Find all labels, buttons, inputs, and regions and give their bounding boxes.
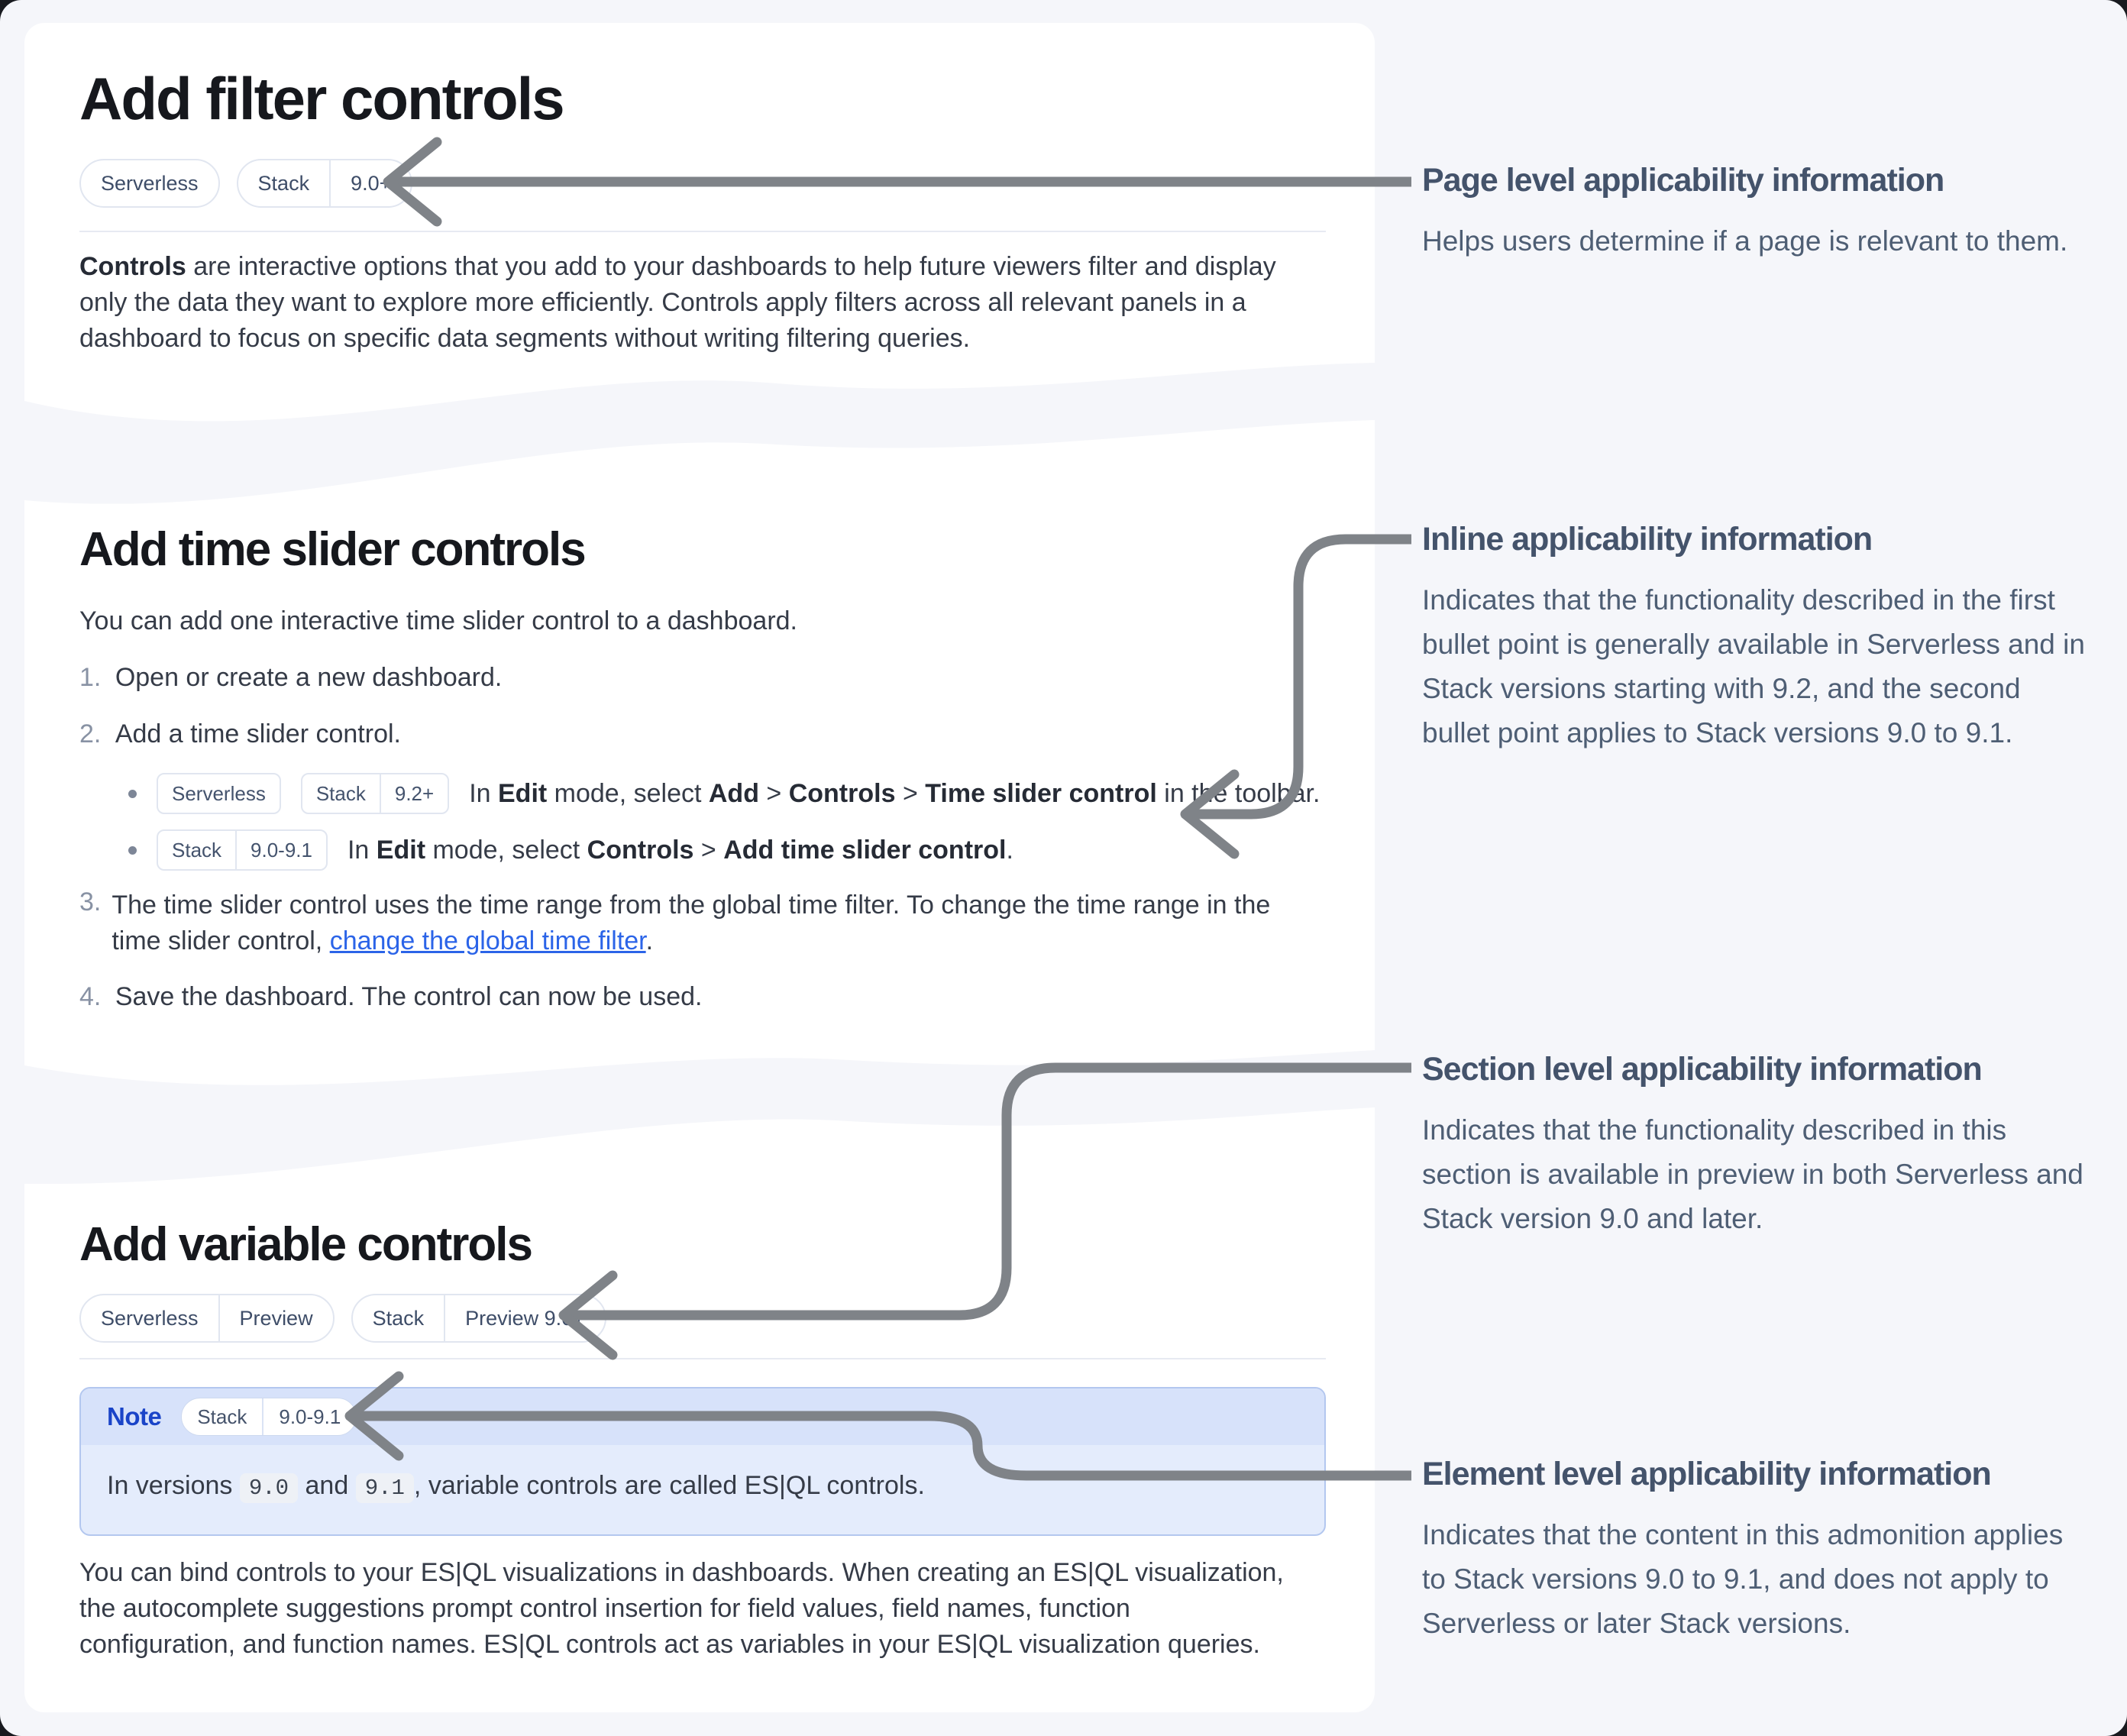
bold-term: Controls — [79, 252, 186, 281]
page-title: Add filter controls — [79, 65, 565, 132]
badge-serverless-preview: Serverless Preview — [79, 1294, 335, 1343]
list-number: 3. — [79, 887, 102, 916]
badge-label: Serverless — [101, 1306, 199, 1330]
inline-code: 9.0 — [239, 1473, 299, 1503]
section-intro: You can add one interactive time slider … — [79, 606, 797, 635]
annotation-body: Indicates that the functionality describ… — [1422, 1114, 2083, 1234]
section-badges: Serverless Preview Stack Preview 9.0+ — [79, 1294, 606, 1343]
step-text: Save the dashboard. The control can now … — [115, 982, 703, 1011]
annotation-element-level: Element level applicability information … — [1422, 1456, 2094, 1646]
badge-label: Serverless — [172, 781, 266, 805]
badge-label: Serverless — [101, 171, 199, 195]
badge-lifecycle: Preview — [218, 1295, 333, 1341]
list-item: 3. The time slider control uses the time… — [79, 887, 1309, 959]
badge-stack-version: Stack 9.2+ — [300, 773, 450, 814]
note-admonition: Note Stack 9.0-9.1 In versions 9.0 and 9… — [79, 1387, 1326, 1536]
step-text: The time slider control uses the time ra… — [112, 891, 1271, 955]
badge-serverless: Serverless — [157, 773, 281, 814]
paragraph-text: are interactive options that you add to … — [79, 252, 1276, 353]
badge-version: 9.2+ — [379, 774, 448, 813]
badge-version: 9.0-9.1 — [235, 831, 326, 869]
badge-stack-version: Stack 9.0-9.1 — [181, 1398, 357, 1436]
badge-version: 9.0+ — [329, 160, 411, 206]
annotation-title: Inline applicability information — [1422, 521, 1873, 558]
list-item: Stack 9.0-9.1 In Edit mode, select Contr… — [128, 829, 1013, 871]
section-title-variable-controls: Add variable controls — [79, 1218, 533, 1271]
page-badges: Serverless Stack 9.0+ — [79, 159, 413, 208]
badge-label: Stack — [315, 781, 366, 805]
badge-label: Stack — [257, 171, 310, 195]
list-item: 4. Save the dashboard. The control can n… — [79, 979, 702, 1015]
bullet-text: In Edit mode, select Add > Controls > Ti… — [469, 778, 1320, 808]
step-text: Open or create a new dashboard. — [115, 663, 503, 692]
intro-paragraph: Controls are interactive options that yo… — [79, 249, 1309, 357]
list-item: 2. Add a time slider control. — [79, 716, 401, 752]
annotation-title: Page level applicability information — [1422, 162, 1944, 199]
closing-paragraph: You can bind controls to your ES|QL visu… — [79, 1558, 1284, 1659]
badge-stack-version: Stack 9.0+ — [236, 159, 413, 208]
list-number: 2. — [79, 719, 102, 748]
annotation-section-level: Section level applicability information … — [1422, 1051, 2094, 1241]
badge-lifecycle-version: Preview 9.0+ — [444, 1295, 605, 1341]
list-item: 1. Open or create a new dashboard. — [79, 660, 502, 696]
badge-label: Stack — [197, 1405, 247, 1428]
step-text: Add a time slider control. — [115, 719, 401, 748]
annotation-title: Element level applicability information — [1422, 1456, 1992, 1492]
divider — [79, 231, 1326, 232]
bullet-icon — [128, 789, 137, 798]
note-body: In versions 9.0 and 9.1, variable contro… — [81, 1445, 1324, 1534]
list-item: Serverless Stack 9.2+ In Edit mode, sele… — [128, 773, 1320, 814]
list-number: 1. — [79, 663, 102, 692]
section-title-time-slider: Add time slider controls — [79, 523, 587, 576]
badge-label: Stack — [172, 838, 222, 862]
badge-stack-version: Stack 9.0-9.1 — [157, 829, 328, 871]
badge-stack-preview-version: Stack Preview 9.0+ — [351, 1294, 606, 1343]
badge-serverless: Serverless — [79, 159, 220, 208]
annotation-inline-level: Inline applicability information Indicat… — [1422, 521, 2094, 755]
annotation-title: Section level applicability information — [1422, 1051, 1983, 1088]
annotation-body: Indicates that the functionality describ… — [1422, 584, 2085, 748]
inline-code: 9.1 — [355, 1473, 414, 1503]
annotation-body: Helps users determine if a page is relev… — [1422, 225, 2068, 257]
annotation-body: Indicates that the content in this admon… — [1422, 1519, 2064, 1639]
bullet-icon — [128, 845, 137, 855]
note-header: Note Stack 9.0-9.1 — [81, 1388, 1324, 1445]
badge-version: 9.0-9.1 — [262, 1398, 356, 1435]
note-label: Note — [107, 1402, 162, 1431]
badge-label: Stack — [372, 1306, 425, 1330]
global-time-filter-link[interactable]: change the global time filter — [329, 926, 646, 955]
annotation-page-level: Page level applicability information Hel… — [1422, 162, 2094, 263]
bullet-text: In Edit mode, select Controls > Add time… — [347, 835, 1013, 865]
list-number: 4. — [79, 982, 102, 1011]
divider — [79, 1358, 1326, 1359]
